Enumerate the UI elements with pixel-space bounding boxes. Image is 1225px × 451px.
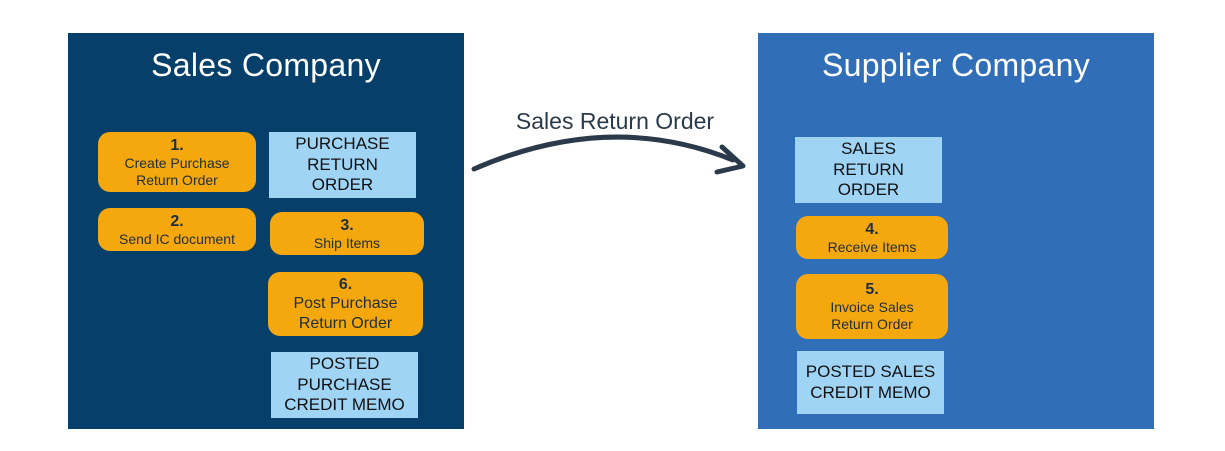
step-number: 1.: [170, 136, 184, 154]
step-number: 4.: [865, 220, 879, 238]
connector-label: Sales Return Order: [515, 108, 715, 134]
sales-company-title: Sales Company: [151, 47, 381, 83]
step-number: 3.: [340, 216, 354, 234]
step-label: Ship Items: [313, 234, 381, 251]
step-number: 2.: [170, 212, 184, 230]
step-label: Create Purchase Return Order: [124, 154, 230, 188]
step-label: Receive Items: [827, 238, 917, 255]
step-label: Send IC document: [119, 230, 235, 247]
sales-company-panel: Sales Company 1. Create Purchase Return …: [68, 33, 464, 429]
step-1-create-purchase-return-order: 1. Create Purchase Return Order: [98, 132, 256, 192]
step-4-receive-items: 4. Receive Items: [796, 216, 948, 259]
step-label: Post Purchase Return Order: [293, 295, 398, 332]
document-sales-return-order: SALES RETURN ORDER: [795, 137, 942, 203]
supplier-company-title: Supplier Company: [821, 47, 1091, 83]
step-2-send-ic-document: 2. Send IC document: [98, 208, 256, 251]
document-purchase-return-order: PURCHASE RETURN ORDER: [269, 132, 416, 198]
step-3-ship-items: 3. Ship Items: [270, 212, 424, 255]
step-5-invoice-sales-return-order: 5. Invoice Sales Return Order: [796, 274, 948, 339]
step-number: 6.: [338, 276, 353, 294]
step-label: Invoice Sales Return Order: [830, 299, 914, 333]
document-posted-purchase-credit-memo: POSTED PURCHASE CREDIT MEMO: [271, 352, 418, 418]
step-6-post-purchase-return-order: 6. Post Purchase Return Order: [268, 272, 423, 336]
supplier-company-panel: Supplier Company SALES RETURN ORDER 4. R…: [758, 33, 1154, 429]
document-posted-sales-credit-memo: POSTED SALES CREDIT MEMO: [797, 351, 944, 414]
step-number: 5.: [865, 281, 879, 299]
